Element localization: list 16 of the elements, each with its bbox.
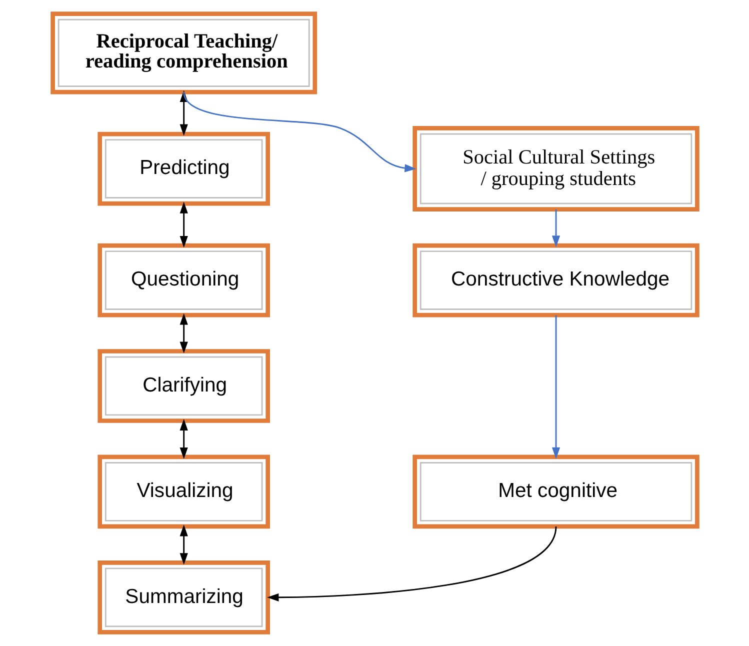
node-box: Visualizing [97,454,270,529]
node-box: Predicting [97,132,270,206]
arrow [551,315,560,460]
arrow [179,418,188,460]
node-box: Clarifying [97,349,270,423]
node-box: Met cognitive [412,454,699,529]
node-box: Reciprocal Teaching/ reading comprehension [50,12,317,94]
node-box: Social Cultural Settings / grouping students [412,126,699,212]
arrow [179,524,188,565]
node-box: Summarizing [97,560,270,634]
arrow [551,209,560,248]
arrow [179,313,188,354]
arrow [179,202,188,248]
node-box: Questioning [97,243,270,318]
node-box: Constructive Knowledge [412,243,699,318]
arrow [182,92,416,172]
